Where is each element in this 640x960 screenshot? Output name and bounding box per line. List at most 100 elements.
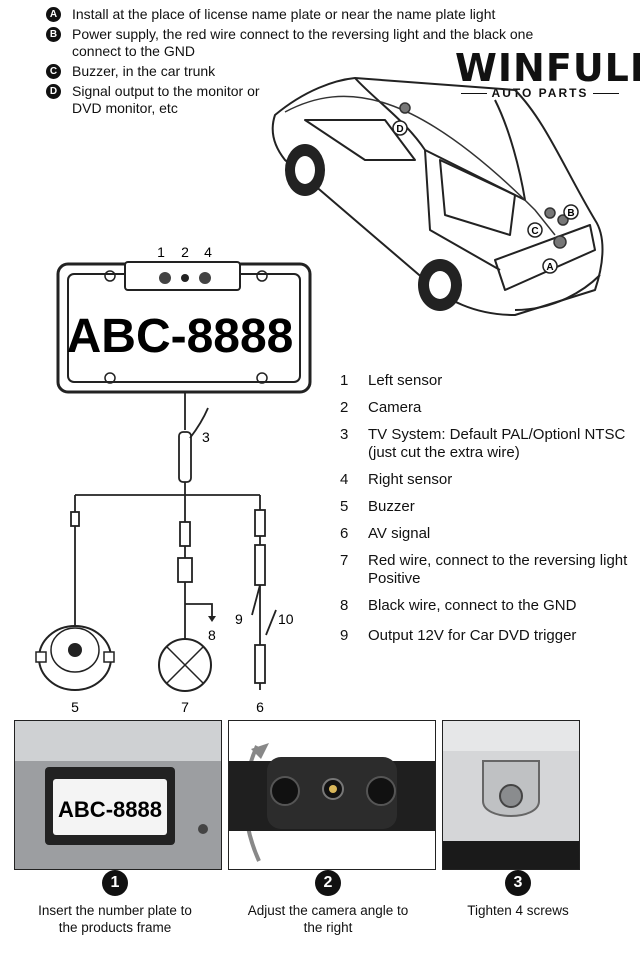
legend-text: Red wire, connect to the reversing light… <box>368 552 628 587</box>
install-note-text: Signal output to the monitor or DVD moni… <box>72 83 260 116</box>
camera-lens <box>181 274 189 282</box>
legend-number: 1 <box>340 372 349 389</box>
legend-text: Output 12V for Car DVD trigger <box>368 627 577 644</box>
screw-hole <box>256 372 268 384</box>
step-number-badge: 2 <box>315 870 341 896</box>
car-body <box>271 77 604 316</box>
marker-b-label: B <box>567 208 574 219</box>
wiring-diagram: 1 2 4 ABC-8888 <box>35 244 312 715</box>
red-wire-number: 7 <box>181 699 189 715</box>
marker-d <box>392 120 408 136</box>
car-wheels <box>285 144 462 311</box>
front-wheel-hub <box>295 156 315 184</box>
car-bumper <box>514 274 601 311</box>
buzzer-number: 5 <box>71 699 79 715</box>
legend-item-7: 7 Red wire, connect to the reversing lig… <box>340 552 630 588</box>
av-number: 6 <box>256 699 264 715</box>
install-notes: A Install at the place of license name p… <box>46 6 566 120</box>
install-note-text: Power supply, the red wire connect to th… <box>72 26 534 59</box>
step-number-badge: 3 <box>505 870 531 896</box>
gnd-arrow <box>208 616 216 622</box>
marker-b <box>563 204 579 220</box>
reversing-light-symbol <box>158 638 212 692</box>
marker-a <box>542 258 558 274</box>
trigger-number: 9 <box>235 611 243 627</box>
letter-d-badge: D <box>46 84 61 99</box>
step-text: Insert the number plate to the products … <box>38 903 192 935</box>
step-3: 3 Tighten 4 screws <box>418 870 618 919</box>
install-note-c: C Buzzer, in the car trunk <box>46 63 566 80</box>
legend-item-5: 5 Buzzer <box>340 498 630 516</box>
install-note-a: A Install at the place of license name p… <box>46 6 566 23</box>
car-markers: D C B A <box>392 120 579 274</box>
car-window <box>439 159 516 236</box>
marker-d-label: D <box>396 124 403 135</box>
letter-b-badge: B <box>46 27 61 42</box>
sensor-right-number: 4 <box>204 244 212 260</box>
car-roof <box>354 77 526 201</box>
screw-hole <box>104 270 116 282</box>
car-door <box>424 149 501 271</box>
legend-item-4: 4 Right sensor <box>340 471 630 489</box>
photo-camera-angle <box>228 720 436 870</box>
legend-text: Black wire, connect to the GND <box>368 597 577 614</box>
main-cable <box>70 392 277 690</box>
photo-plate-installed: ABC-8888 <box>14 720 222 870</box>
legend-item-3: 3 TV System: Default PAL/Optionl NTSC (j… <box>340 426 630 462</box>
legend-number: 2 <box>340 399 349 416</box>
left-sensor <box>159 272 171 284</box>
legend-text: Right sensor <box>368 471 453 488</box>
legend-item-1: 1 Left sensor <box>340 372 630 390</box>
install-note-text: Install at the place of license name pla… <box>72 6 496 22</box>
legend-item-8: 8 Black wire, connect to the GND <box>340 597 630 615</box>
rear-wheel-hub <box>429 271 451 299</box>
legend-number: 9 <box>340 627 349 644</box>
installation-steps: 1 Insert the number plate to the product… <box>0 870 640 960</box>
legend-text: AV signal <box>368 525 431 542</box>
letter-c-badge: C <box>46 64 61 79</box>
car-side-window <box>304 119 416 161</box>
legend-number: 5 <box>340 498 349 515</box>
plate-frame: ABC-8888 <box>56 261 312 394</box>
pal-ntsc-connector <box>178 431 192 483</box>
install-note-b: B Power supply, the red wire connect to … <box>46 26 542 60</box>
legend-text: TV System: Default PAL/Optionl NTSC (jus… <box>368 426 626 461</box>
step-number-badge: 1 <box>102 870 128 896</box>
photo-tighten-screws <box>442 720 580 870</box>
sensor-left-number: 1 <box>157 244 165 260</box>
install-note-text: Buzzer, in the car trunk <box>72 63 216 79</box>
marker-a-label: A <box>546 262 553 273</box>
legend-number: 6 <box>340 525 349 542</box>
marker-c <box>527 222 543 238</box>
car-illustration: D C B A <box>271 77 604 316</box>
legend-item-9: 9 Output 12V for Car DVD trigger <box>340 627 630 645</box>
car-wiring <box>284 95 569 249</box>
brand-name: WINFULL <box>455 46 640 90</box>
plate-text: ABC-8888 <box>67 310 294 363</box>
letter-a-badge: A <box>46 7 61 22</box>
legend-text: Camera <box>368 399 422 416</box>
install-note-d: D Signal output to the monitor or DVD mo… <box>46 83 272 117</box>
camera-number: 2 <box>181 244 189 260</box>
photo-plate-text: ABC-8888 <box>58 797 162 822</box>
legend-text: Left sensor <box>368 372 443 389</box>
legend-item-6: 6 AV signal <box>340 525 630 543</box>
screw <box>499 784 523 808</box>
screw-hole <box>104 372 116 384</box>
step-text: Adjust the camera angle to the right <box>247 903 409 935</box>
legend-text: Buzzer <box>368 498 415 515</box>
legend-number: 7 <box>340 552 349 569</box>
tv-system-number: 3 <box>202 429 210 445</box>
legend-number: 8 <box>340 597 349 614</box>
buzzer-device <box>35 625 115 691</box>
gnd-number: 8 <box>208 627 216 643</box>
legend-number: 3 <box>340 426 349 443</box>
step-1: 1 Insert the number plate to the product… <box>15 870 215 936</box>
step-text: Tighten 4 screws <box>467 903 569 918</box>
component-legend: 1 Left sensor 2 Camera 3 TV System: Defa… <box>340 372 630 645</box>
marker-c-label: C <box>531 226 538 237</box>
legend-item-2: 2 Camera <box>340 399 630 417</box>
legend-number: 4 <box>340 471 349 488</box>
extra-wire-number: 10 <box>278 611 294 627</box>
step-2: 2 Adjust the camera angle to the right <box>228 870 428 936</box>
